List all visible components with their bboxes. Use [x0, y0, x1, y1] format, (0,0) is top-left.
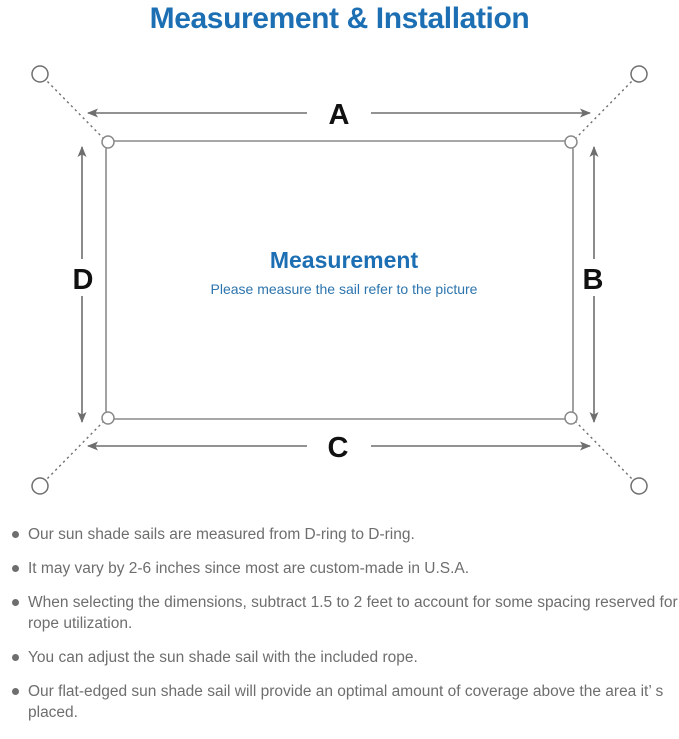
diagram-center-subtitle: Please measure the sail refer to the pic…: [211, 281, 478, 297]
d-ring-top-right: [564, 135, 578, 149]
list-item: Our flat-edged sun shade sail will provi…: [0, 681, 679, 723]
list-item: Our sun shade sails are measured from D-…: [0, 524, 679, 545]
bullet-icon: [12, 654, 19, 661]
list-item: You can adjust the sun shade sail with t…: [0, 647, 679, 668]
dimension-label-a: A: [329, 99, 350, 131]
rope-line-top-left: [41, 75, 105, 140]
anchor-point-bottom-right: [630, 477, 648, 495]
bullet-icon: [12, 531, 19, 538]
anchor-point-top-left: [31, 65, 49, 83]
note-text: When selecting the dimensions, subtract …: [28, 594, 678, 632]
list-item: When selecting the dimensions, subtract …: [0, 592, 679, 634]
d-ring-bottom-right: [564, 411, 578, 425]
d-ring-top-left: [101, 135, 115, 149]
list-item: It may vary by 2-6 inches since most are…: [0, 558, 679, 579]
rope-line-top-right: [574, 75, 638, 140]
rope-line-bottom-left: [41, 420, 105, 485]
measurement-diagram: A C D B Measurement Please measure the s…: [0, 44, 679, 514]
bullet-icon: [12, 565, 19, 572]
sail-shape: [105, 140, 574, 420]
dimension-label-d: D: [73, 264, 94, 296]
dimension-label-b: B: [583, 264, 604, 296]
d-ring-bottom-left: [101, 411, 115, 425]
note-text: Our flat-edged sun shade sail will provi…: [28, 683, 664, 721]
anchor-point-bottom-left: [31, 477, 49, 495]
note-text: You can adjust the sun shade sail with t…: [28, 649, 418, 666]
rope-line-bottom-right: [574, 420, 638, 485]
notes-list: Our sun shade sails are measured from D-…: [0, 524, 679, 736]
dimension-label-c: C: [328, 432, 349, 464]
anchor-point-top-right: [630, 65, 648, 83]
diagram-center-heading: Measurement: [270, 247, 419, 273]
page-title: Measurement & Installation: [149, 2, 530, 35]
note-text: It may vary by 2-6 inches since most are…: [28, 560, 470, 577]
bullet-icon: [12, 688, 19, 695]
bullet-icon: [12, 599, 19, 606]
note-text: Our sun shade sails are measured from D-…: [28, 526, 415, 543]
